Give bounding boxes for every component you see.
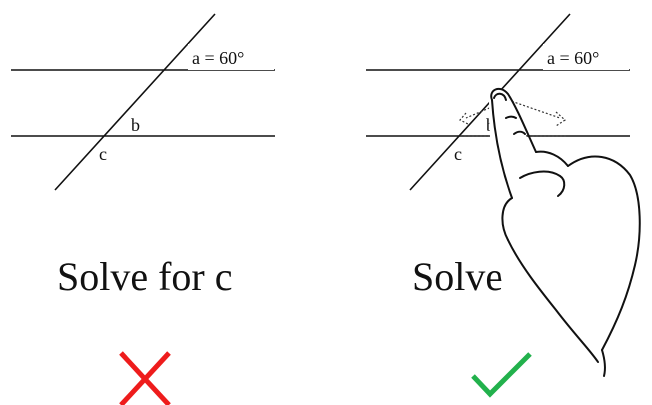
pointing-hand-icon: [488, 87, 652, 405]
left-caption: Solve for c: [57, 254, 233, 299]
left-angle-a-label: a = 60°: [192, 48, 244, 68]
right-angle-c-label: c: [454, 144, 462, 164]
cross-icon: [119, 351, 171, 405]
checkmark-icon: [471, 352, 532, 398]
left-transversal-line: [54, 13, 216, 191]
right-angle-a-box: [543, 44, 629, 70]
left-angle-a-box: [188, 44, 274, 70]
left-angle-c-label: c: [99, 144, 107, 164]
right-panel: a = 60° b c Solve for c: [366, 13, 652, 405]
left-angle-b-label: b: [131, 115, 140, 135]
left-panel: a = 60° b c Solve for c: [11, 13, 275, 405]
right-angle-a-label: a = 60°: [547, 48, 599, 68]
left-geometry-diagram: a = 60° b c: [11, 13, 275, 191]
